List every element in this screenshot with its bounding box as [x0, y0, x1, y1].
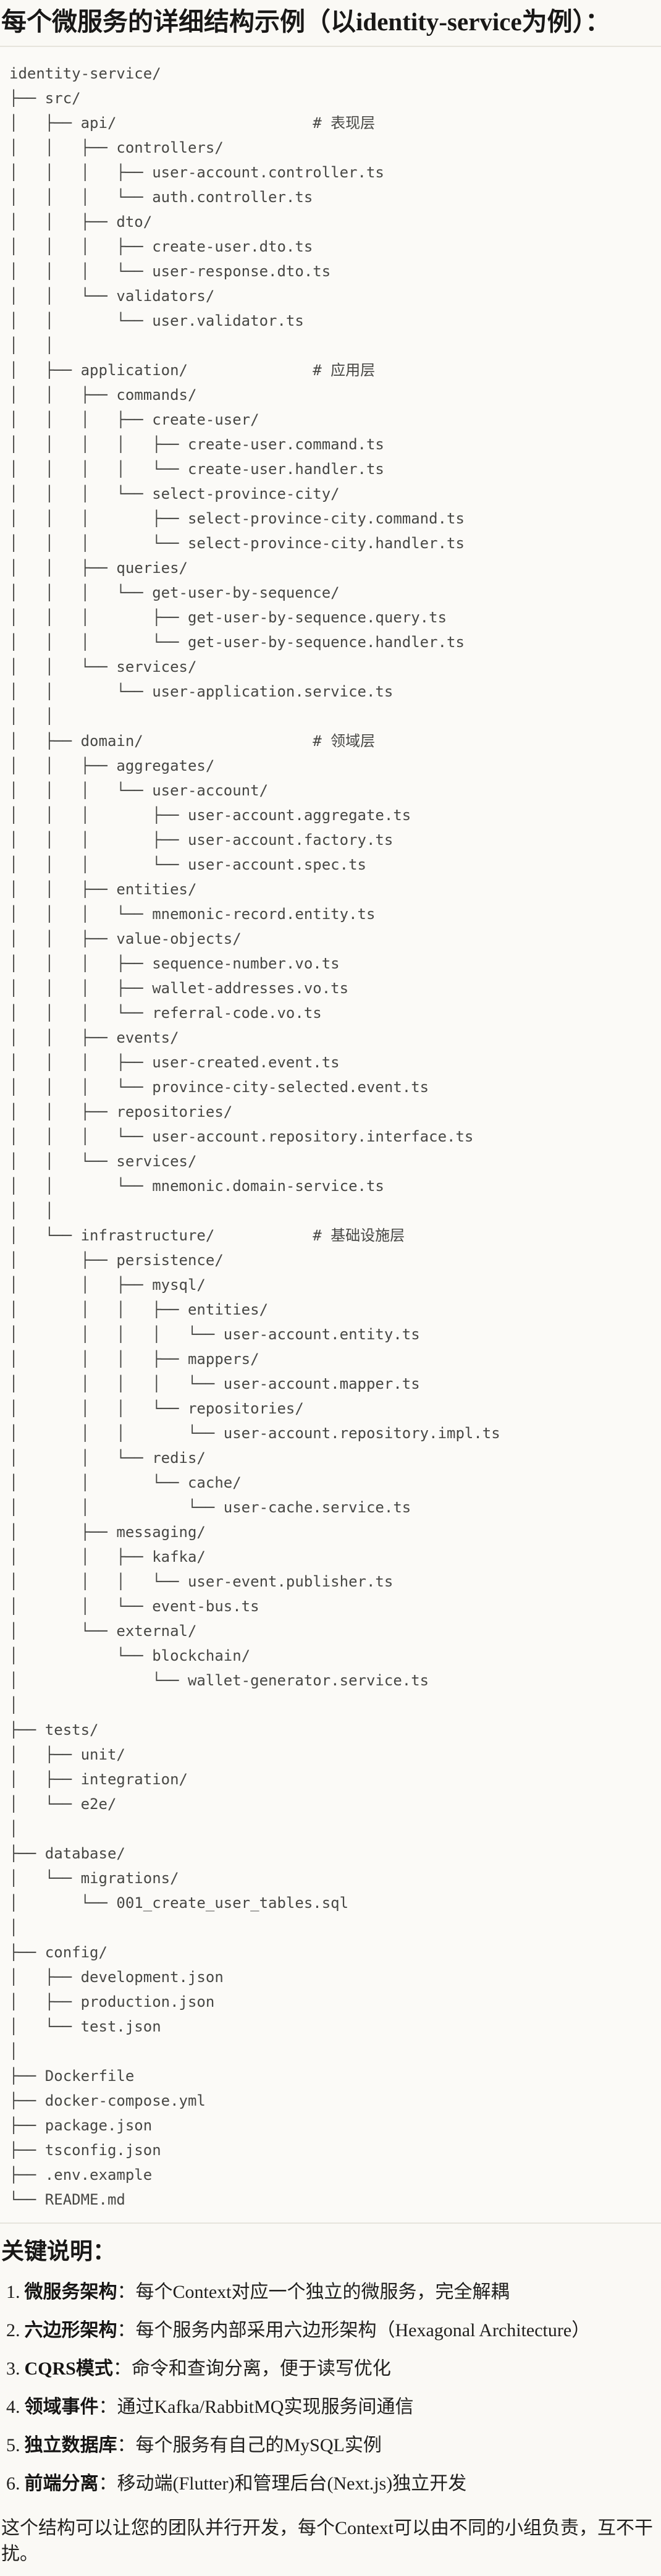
item-desc: 每个Context对应一个独立的微服务，完全解耦 [135, 2282, 510, 2302]
list-item: 2.六边形架构：每个服务内部采用六边形架构（Hexagonal Architec… [6, 2318, 655, 2343]
item-number: 1. [6, 2282, 20, 2302]
item-desc: 每个服务内部采用六边形架构（Hexagonal Architecture） [135, 2320, 591, 2341]
item-number: 3. [6, 2358, 20, 2379]
item-colon: ： [117, 2320, 136, 2341]
list-item: 6.前端分离：移动端(Flutter)和管理后台(Next.js)独立开发 [6, 2471, 655, 2496]
notes-heading: 关键说明： [1, 2239, 116, 2265]
list-item: 5.独立数据库：每个服务有自己的MySQL实例 [6, 2433, 655, 2458]
item-desc: 命令和查询分离，便于读写优化 [131, 2358, 391, 2379]
item-number: 2. [6, 2320, 20, 2341]
item-desc: 通过Kafka/RabbitMQ实现服务间通信 [117, 2397, 414, 2417]
list-item: 1.微服务架构：每个Context对应一个独立的微服务，完全解耦 [6, 2279, 655, 2305]
document-page: 每个微服务的详细结构示例（以identity-service为例）： ident… [0, 6, 661, 2576]
item-desc: 每个服务有自己的MySQL实例 [135, 2435, 382, 2455]
item-term: 前端分离 [24, 2473, 99, 2494]
item-term: 领域事件 [24, 2397, 99, 2417]
list-item: 4.领域事件：通过Kafka/RabbitMQ实现服务间通信 [6, 2394, 655, 2420]
item-colon: ： [112, 2358, 132, 2379]
footer-note: 这个结构可以让您的团队并行开发，每个Context可以由不同的小组负责，互不干扰… [1, 2518, 653, 2564]
item-desc: 移动端(Flutter)和管理后台(Next.js)独立开发 [117, 2473, 467, 2494]
item-term: 独立数据库 [24, 2435, 117, 2455]
list-item: 3.CQRS模式：命令和查询分离，便于读写优化 [6, 2356, 655, 2381]
item-colon: ： [98, 2397, 117, 2417]
item-number: 6. [6, 2473, 20, 2494]
item-number: 5. [6, 2435, 20, 2455]
item-number: 4. [6, 2397, 20, 2417]
item-term: 微服务架构 [24, 2282, 117, 2302]
item-colon: ： [117, 2282, 136, 2302]
file-tree-pre: identity-service/ ├── src/ │ ├── api/ # … [9, 65, 500, 2208]
item-term: 六边形架构 [24, 2320, 117, 2341]
item-colon: ： [117, 2435, 136, 2455]
item-colon: ： [98, 2473, 117, 2494]
page-title: 每个微服务的详细结构示例（以identity-service为例）： [1, 7, 611, 36]
item-term: CQRS模式 [24, 2358, 113, 2379]
code-block: identity-service/ ├── src/ │ ├── api/ # … [0, 46, 661, 2224]
